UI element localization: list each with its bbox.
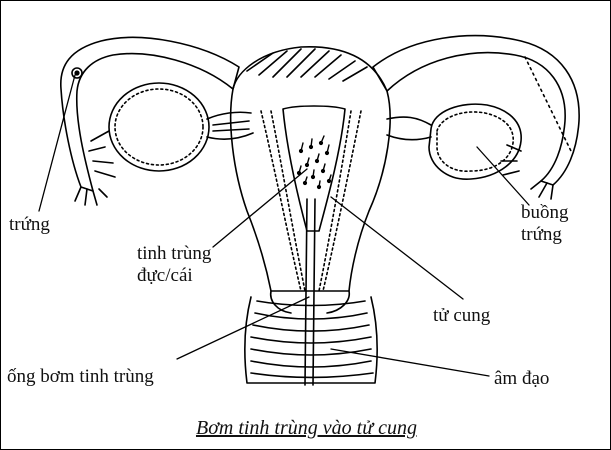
label-ovary-line1: buồng <box>521 202 569 224</box>
leader-tube <box>177 297 309 359</box>
label-insemination-tube: ống bơm tinh trùng <box>7 366 154 388</box>
right-ovary <box>429 104 521 179</box>
right-fallopian-tube <box>373 36 579 185</box>
label-uterus: tử cung <box>433 305 490 327</box>
leader-vagina <box>331 349 489 376</box>
figure-caption: Bơm tinh trùng vào tử cung <box>1 417 611 440</box>
left-fallopian-tube <box>61 37 239 191</box>
insemination-tube <box>305 199 315 385</box>
leader-sperm <box>213 169 307 247</box>
uterine-cavity <box>283 106 345 231</box>
uterus-body <box>231 47 390 291</box>
label-sperm-line2: đực/cái <box>137 265 211 287</box>
leader-egg <box>39 75 75 211</box>
label-sperm: tinh trùng đực/cái <box>137 243 211 287</box>
label-vagina: âm đạo <box>494 368 549 390</box>
label-sperm-line1: tinh trùng <box>137 243 211 265</box>
left-ovary <box>109 83 209 171</box>
leader-uterus <box>331 197 463 299</box>
label-ovary-line2: trứng <box>521 224 569 246</box>
label-egg: trứng <box>9 214 50 236</box>
sperm-cells <box>298 136 331 188</box>
label-ovary: buồng trứng <box>521 202 569 246</box>
